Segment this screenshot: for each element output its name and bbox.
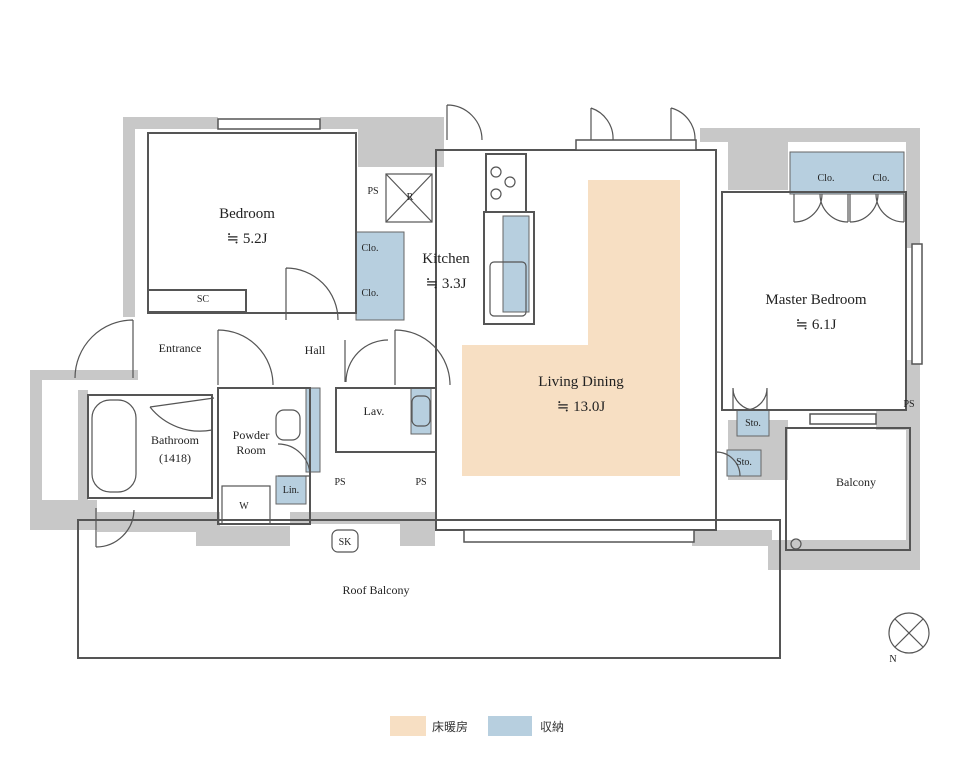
powder-room-line1: Powder <box>233 428 270 442</box>
storage-label: Sto. <box>736 457 752 468</box>
storage-label: Sto. <box>745 418 761 429</box>
closet-label: Clo. <box>362 243 379 254</box>
bathtub <box>91 399 137 493</box>
washing-machine <box>221 485 271 525</box>
powder-room-line2: Room <box>236 443 266 457</box>
closet-label: Clo. <box>362 288 379 299</box>
sk-label: SK <box>339 537 353 548</box>
north-label: N <box>889 654 896 665</box>
closet-label: Clo. <box>818 173 835 184</box>
legend: 床暖房 収納 <box>390 716 564 736</box>
bathroom-name: Bathroom <box>151 433 200 447</box>
master-bedroom-size: ≒ 6.1J <box>796 317 837 333</box>
washer-label: W <box>239 501 249 512</box>
ps-label: PS <box>903 399 914 410</box>
balcony-label: Balcony <box>836 475 876 489</box>
sk-sink <box>331 529 359 553</box>
walls <box>30 117 920 570</box>
living-dining-name: Living Dining <box>538 374 624 390</box>
stove-burner <box>490 166 502 178</box>
legend-heating-label: 床暖房 <box>432 719 468 734</box>
legend-storage-swatch <box>488 716 532 736</box>
legend-storage-label: 収納 <box>540 720 564 734</box>
bathroom-code: (1418) <box>159 451 191 465</box>
fixtures <box>91 166 802 553</box>
living-dining-size: ≒ 13.0J <box>557 399 606 415</box>
kitchen-name: Kitchen <box>422 251 470 267</box>
closet-label: Clo. <box>873 173 890 184</box>
fridge <box>385 173 433 223</box>
roof-balcony-label: Roof Balcony <box>343 583 410 597</box>
lav-label: Lav. <box>364 404 385 418</box>
kitchen-size: ≒ 3.3J <box>426 276 467 292</box>
toilet <box>275 409 301 441</box>
bedroom-name: Bedroom <box>219 206 275 222</box>
bedroom-size: ≒ 5.2J <box>227 231 268 247</box>
doors <box>74 104 905 548</box>
hall-label: Hall <box>305 343 326 357</box>
legend-heating-swatch <box>390 716 426 736</box>
sc-label: SC <box>197 294 210 305</box>
living-dining-heated-area <box>462 180 680 476</box>
stove-burner <box>504 176 516 188</box>
linen-label: Lin. <box>283 485 299 496</box>
ps-label: PS <box>415 477 426 488</box>
entrance-label: Entrance <box>159 341 202 355</box>
washbasin <box>411 395 431 427</box>
windows <box>217 118 923 543</box>
master-bedroom-name: Master Bedroom <box>765 292 867 308</box>
refrigerator-label: R <box>407 192 414 203</box>
ps-label: PS <box>367 186 378 197</box>
storage-areas <box>275 151 905 505</box>
stove-burner <box>490 188 502 200</box>
north-compass: N <box>888 612 930 665</box>
kitchen-sink <box>489 261 527 317</box>
ps-label: PS <box>334 477 345 488</box>
